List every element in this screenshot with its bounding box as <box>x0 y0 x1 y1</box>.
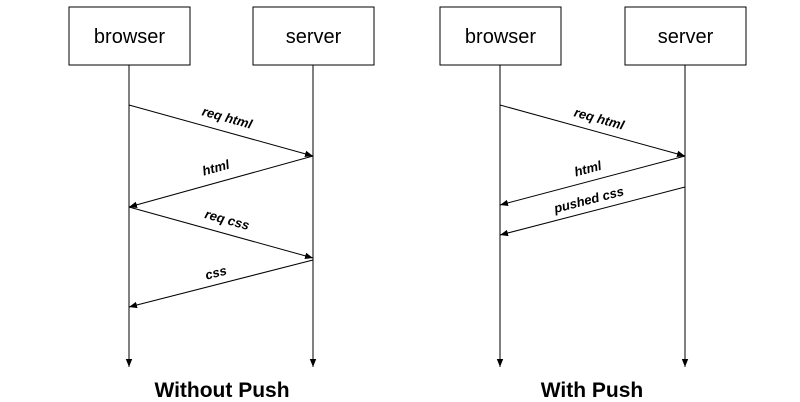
message-arrow <box>499 186 686 237</box>
message-arrow <box>128 104 314 157</box>
message-arrow <box>128 206 314 259</box>
diagram-caption: Without Push <box>154 379 289 402</box>
message-label: req css <box>203 206 251 233</box>
browser-box <box>439 6 562 66</box>
server-box <box>624 6 747 66</box>
server-label: server <box>658 26 714 48</box>
message-label: req html <box>572 105 626 133</box>
message-label: html <box>573 158 604 180</box>
message-label: req html <box>200 104 254 132</box>
server-label: server <box>286 26 342 48</box>
browser-box <box>68 6 191 66</box>
browser-label: browser <box>465 26 536 48</box>
message-arrow <box>499 104 686 157</box>
message-label: css <box>203 263 228 283</box>
diagram-with-push: browser server req html html pushed css … <box>439 6 747 402</box>
message-arrow <box>128 259 314 309</box>
message-arrow <box>499 155 686 207</box>
server-box <box>252 6 375 66</box>
browser-label: browser <box>94 26 165 48</box>
diagram-caption: With Push <box>541 379 643 402</box>
message-arrow <box>128 155 314 208</box>
message-label: html <box>201 157 232 179</box>
diagram-without-push: browser server req html html req css css… <box>68 6 375 402</box>
